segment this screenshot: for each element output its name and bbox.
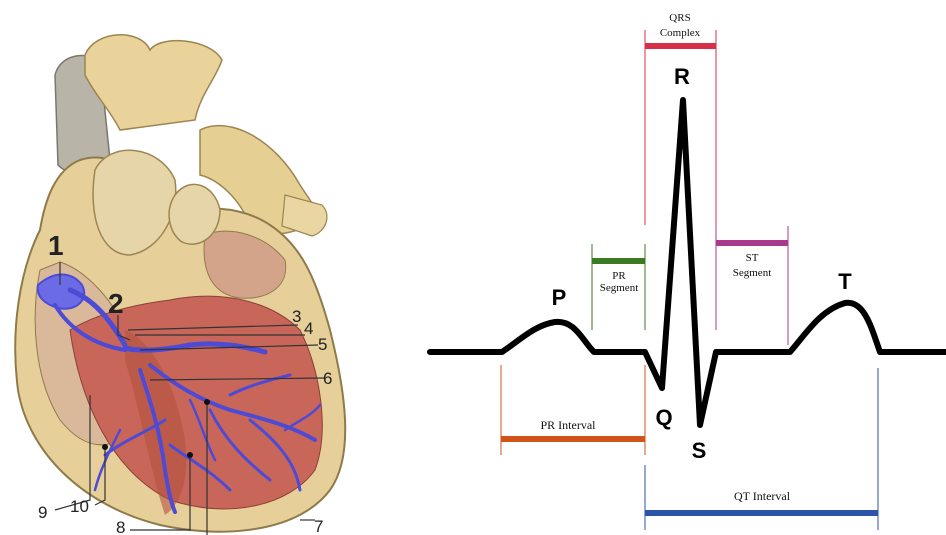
qrs-label-line2: Complex	[660, 27, 701, 39]
label-4: 4	[304, 319, 313, 338]
label-6: 6	[323, 369, 332, 388]
st-segment-label-line2: Segment	[733, 267, 772, 279]
label-9: 9	[38, 503, 47, 522]
ecg-trace	[430, 100, 946, 425]
st-segment-label-line1: ST	[746, 252, 759, 264]
wave-label-t: T	[838, 269, 852, 294]
label-5: 5	[318, 335, 327, 354]
label-7: 7	[314, 517, 323, 535]
label-2: 2	[108, 288, 124, 319]
wave-label-p: P	[552, 285, 567, 310]
label-10: 10	[70, 497, 89, 516]
pr-interval-label: PR Interval	[541, 418, 597, 432]
label-1: 1	[48, 230, 64, 261]
pr-segment-label-line1: PR	[612, 270, 626, 282]
pr-segment-label-line2: Segment	[600, 282, 639, 294]
ecg-diagram: QRS Complex PR Segment ST Segment PR Int…	[430, 12, 946, 530]
label-3: 3	[292, 307, 301, 326]
qt-interval-label: QT Interval	[734, 489, 791, 503]
heart-illustration: 1 2 3 4 5 6 7 8 9 10	[15, 35, 345, 535]
qrs-label-line1: QRS	[669, 12, 690, 24]
wave-label-r: R	[674, 64, 690, 89]
wave-label-q: Q	[655, 405, 672, 430]
label-8: 8	[116, 518, 125, 535]
wave-label-s: S	[692, 438, 707, 463]
